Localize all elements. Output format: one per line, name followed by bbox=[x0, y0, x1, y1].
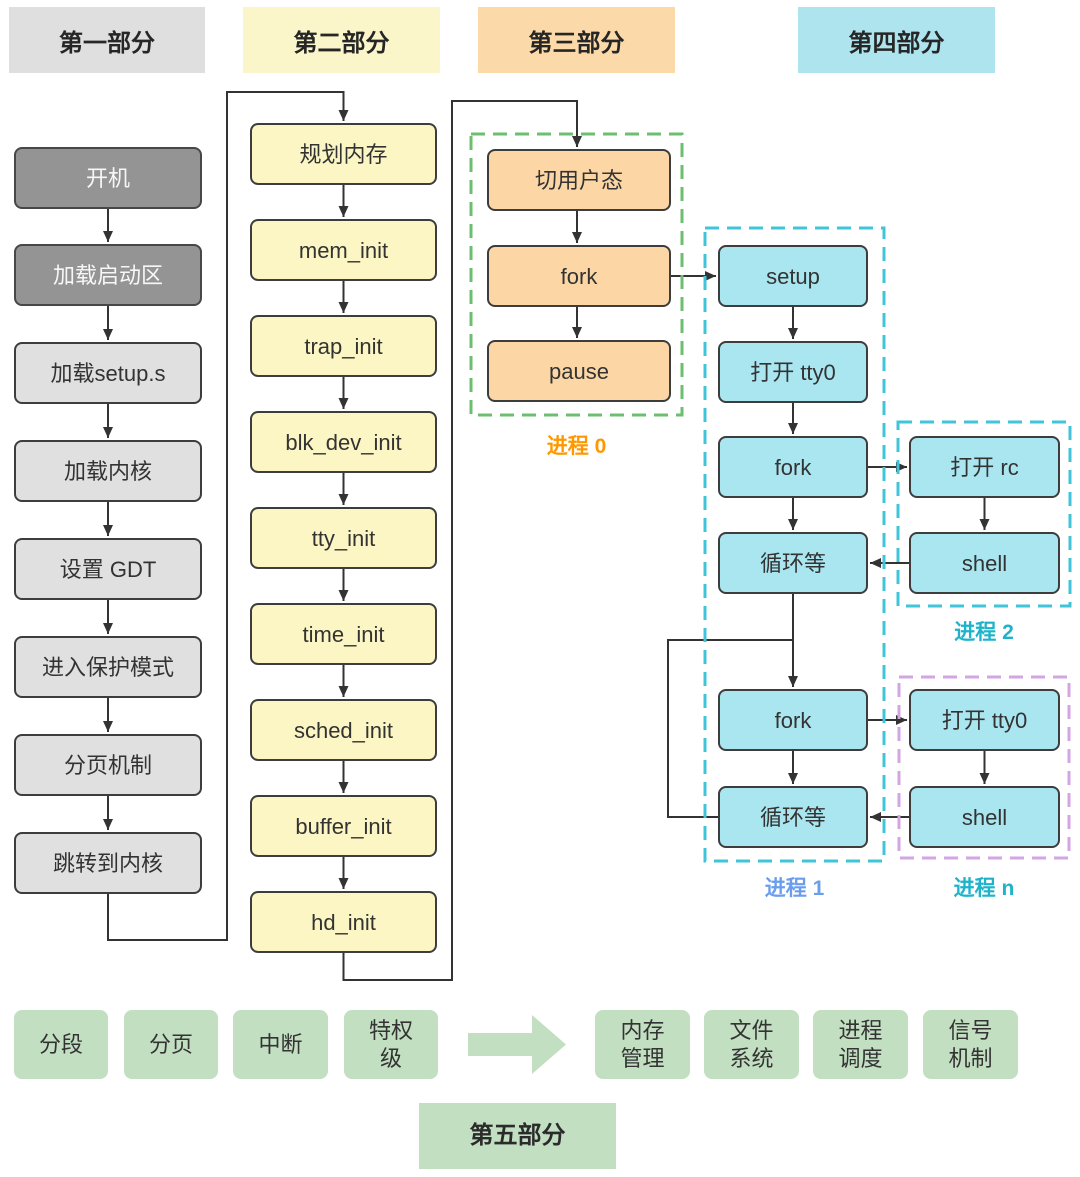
node-power-on: 开机 bbox=[14, 147, 202, 209]
concept-segmentation: 分段 bbox=[14, 1010, 108, 1079]
node-fork-p1-b: fork bbox=[718, 689, 868, 751]
concepts-arrow-icon bbox=[468, 1015, 566, 1074]
concept-interrupt: 中断 bbox=[233, 1010, 328, 1079]
header-part1: 第一部分 bbox=[9, 7, 205, 73]
node-fork-p1-a: fork bbox=[718, 436, 868, 498]
process0-boundary bbox=[469, 132, 684, 417]
node-jump-to-kernel: 跳转到内核 bbox=[14, 832, 202, 894]
node-enter-protected-mode: 进入保护模式 bbox=[14, 636, 202, 698]
node-hd-init: hd_init bbox=[250, 891, 437, 953]
node-wait-loop-a: 循环等 bbox=[718, 532, 868, 594]
node-blk-dev-init: blk_dev_init bbox=[250, 411, 437, 473]
node-load-kernel: 加载内核 bbox=[14, 440, 202, 502]
node-open-rc: 打开 rc bbox=[909, 436, 1060, 498]
header-part3: 第三部分 bbox=[478, 7, 675, 73]
node-load-bootsector: 加载启动区 bbox=[14, 244, 202, 306]
node-shell-p2: shell bbox=[909, 532, 1060, 594]
node-plan-memory: 规划内存 bbox=[250, 123, 437, 185]
process1-boundary bbox=[703, 226, 886, 863]
node-open-tty0-p1: 打开 tty0 bbox=[718, 341, 868, 403]
node-trap-init: trap_init bbox=[250, 315, 437, 377]
wire-init-to-process0 bbox=[342, 100, 582, 981]
concept-signal-mechanism: 信号 机制 bbox=[923, 1010, 1018, 1079]
process0-label: 进程 0 bbox=[546, 435, 607, 458]
node-wait-loop-b: 循环等 bbox=[718, 786, 868, 848]
concept-privilege-level: 特权 级 bbox=[344, 1010, 438, 1079]
process-n-label: 进程 n bbox=[953, 877, 1015, 900]
process2-boundary bbox=[896, 420, 1072, 608]
wire-boot-to-init bbox=[107, 91, 349, 941]
node-fork-p0: fork bbox=[487, 245, 671, 307]
node-pause: pause bbox=[487, 340, 671, 402]
node-set-gdt: 设置 GDT bbox=[14, 538, 202, 600]
header-part5: 第五部分 bbox=[419, 1103, 616, 1169]
concept-paging: 分页 bbox=[124, 1010, 218, 1079]
node-shell-pn: shell bbox=[909, 786, 1060, 848]
node-load-setup-s: 加载setup.s bbox=[14, 342, 202, 404]
node-mem-init: mem_init bbox=[250, 219, 437, 281]
header-part4: 第四部分 bbox=[798, 7, 995, 73]
node-setup: setup bbox=[718, 245, 868, 307]
header-part2: 第二部分 bbox=[243, 7, 440, 73]
process2-label: 进程 2 bbox=[954, 621, 1014, 644]
fork-arrows bbox=[671, 271, 909, 822]
process1-label: 进程 1 bbox=[764, 877, 825, 900]
node-time-init: time_init bbox=[250, 603, 437, 665]
node-buffer-init: buffer_init bbox=[250, 795, 437, 857]
node-tty-init: tty_init bbox=[250, 507, 437, 569]
concept-file-system: 文件 系统 bbox=[704, 1010, 799, 1079]
node-sched-init: sched_init bbox=[250, 699, 437, 761]
concept-process-scheduling: 进程 调度 bbox=[813, 1010, 908, 1079]
concept-memory-management: 内存 管理 bbox=[595, 1010, 690, 1079]
node-open-tty0-pn: 打开 tty0 bbox=[909, 689, 1060, 751]
node-switch-user-mode: 切用户态 bbox=[487, 149, 671, 211]
node-paging-mechanism: 分页机制 bbox=[14, 734, 202, 796]
wire-loop-back bbox=[667, 639, 793, 818]
